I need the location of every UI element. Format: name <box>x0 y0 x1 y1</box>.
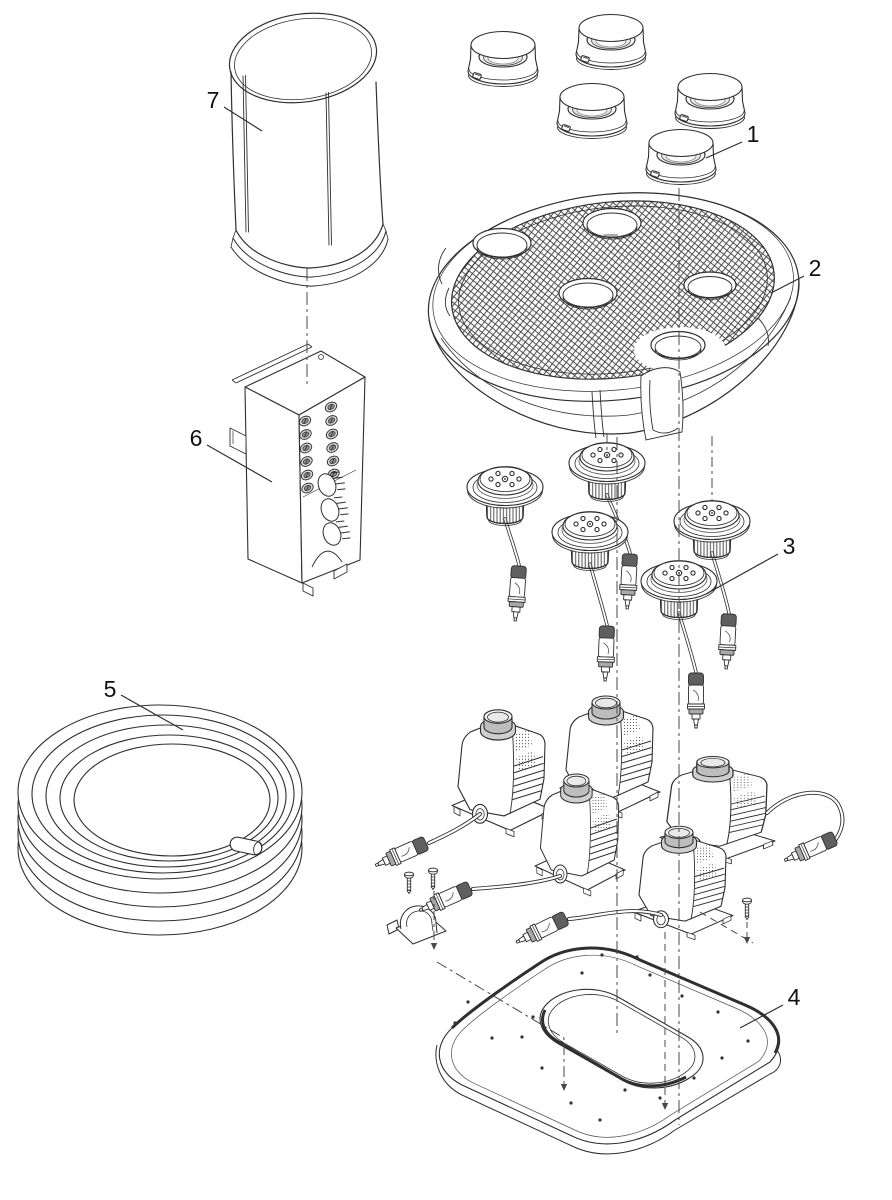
cap-1 <box>467 30 539 88</box>
terminal-screw <box>301 482 314 494</box>
terminal-screw <box>326 442 339 453</box>
callout-label-fountain-nozzle-unit: 3 <box>783 533 796 559</box>
part-4-base-plate <box>435 946 781 1155</box>
callout-label-junction-box: 6 <box>190 425 203 451</box>
terminal-screw <box>299 429 312 440</box>
callout-leader-hose <box>120 694 184 731</box>
callout-leader-junction-box <box>206 444 273 483</box>
callout-leader-protective-cover <box>223 106 263 132</box>
terminal-screw <box>298 415 312 427</box>
terminal-screw <box>300 469 314 481</box>
cap-4 <box>674 72 746 130</box>
part-2-cover-grille <box>427 192 800 441</box>
cable-gland <box>322 520 351 546</box>
cap-2 <box>575 13 647 71</box>
terminal-screw <box>325 415 338 426</box>
callout-label-base-plate: 4 <box>788 984 801 1010</box>
terminal-screw <box>326 455 340 467</box>
terminal-screw <box>299 442 313 454</box>
callout-leader-cover-grille <box>770 275 805 294</box>
terminal-screw <box>300 456 313 467</box>
part-5-hose-coil <box>17 704 303 936</box>
part-7-protective-cover <box>228 12 389 287</box>
clamp-bracket <box>386 905 447 945</box>
callout-label-protective-cover: 7 <box>207 87 220 113</box>
callout-label-cover-grille: 2 <box>809 255 822 281</box>
cover-holes <box>472 207 737 373</box>
callouts: 1 2 3 4 5 6 7 <box>104 87 822 1029</box>
cap-3 <box>556 82 628 140</box>
part-6-junction-box <box>229 343 366 597</box>
callout-label-hose: 5 <box>104 676 117 702</box>
callout-leader-sealing-cap <box>705 141 743 159</box>
cap-5 <box>645 128 717 186</box>
cover-rim-details <box>438 247 769 441</box>
callout-label-sealing-cap: 1 <box>747 121 760 147</box>
terminal-screw <box>325 428 339 440</box>
cable-gland <box>320 496 349 522</box>
arrowheads <box>430 937 751 1110</box>
callout-leader-base-plate <box>739 1004 784 1029</box>
alignment-centerlines <box>306 188 754 1125</box>
cable-gland <box>317 471 346 497</box>
callout-leader-fountain-nozzle-unit <box>705 553 779 595</box>
terminal-screw <box>324 401 338 413</box>
